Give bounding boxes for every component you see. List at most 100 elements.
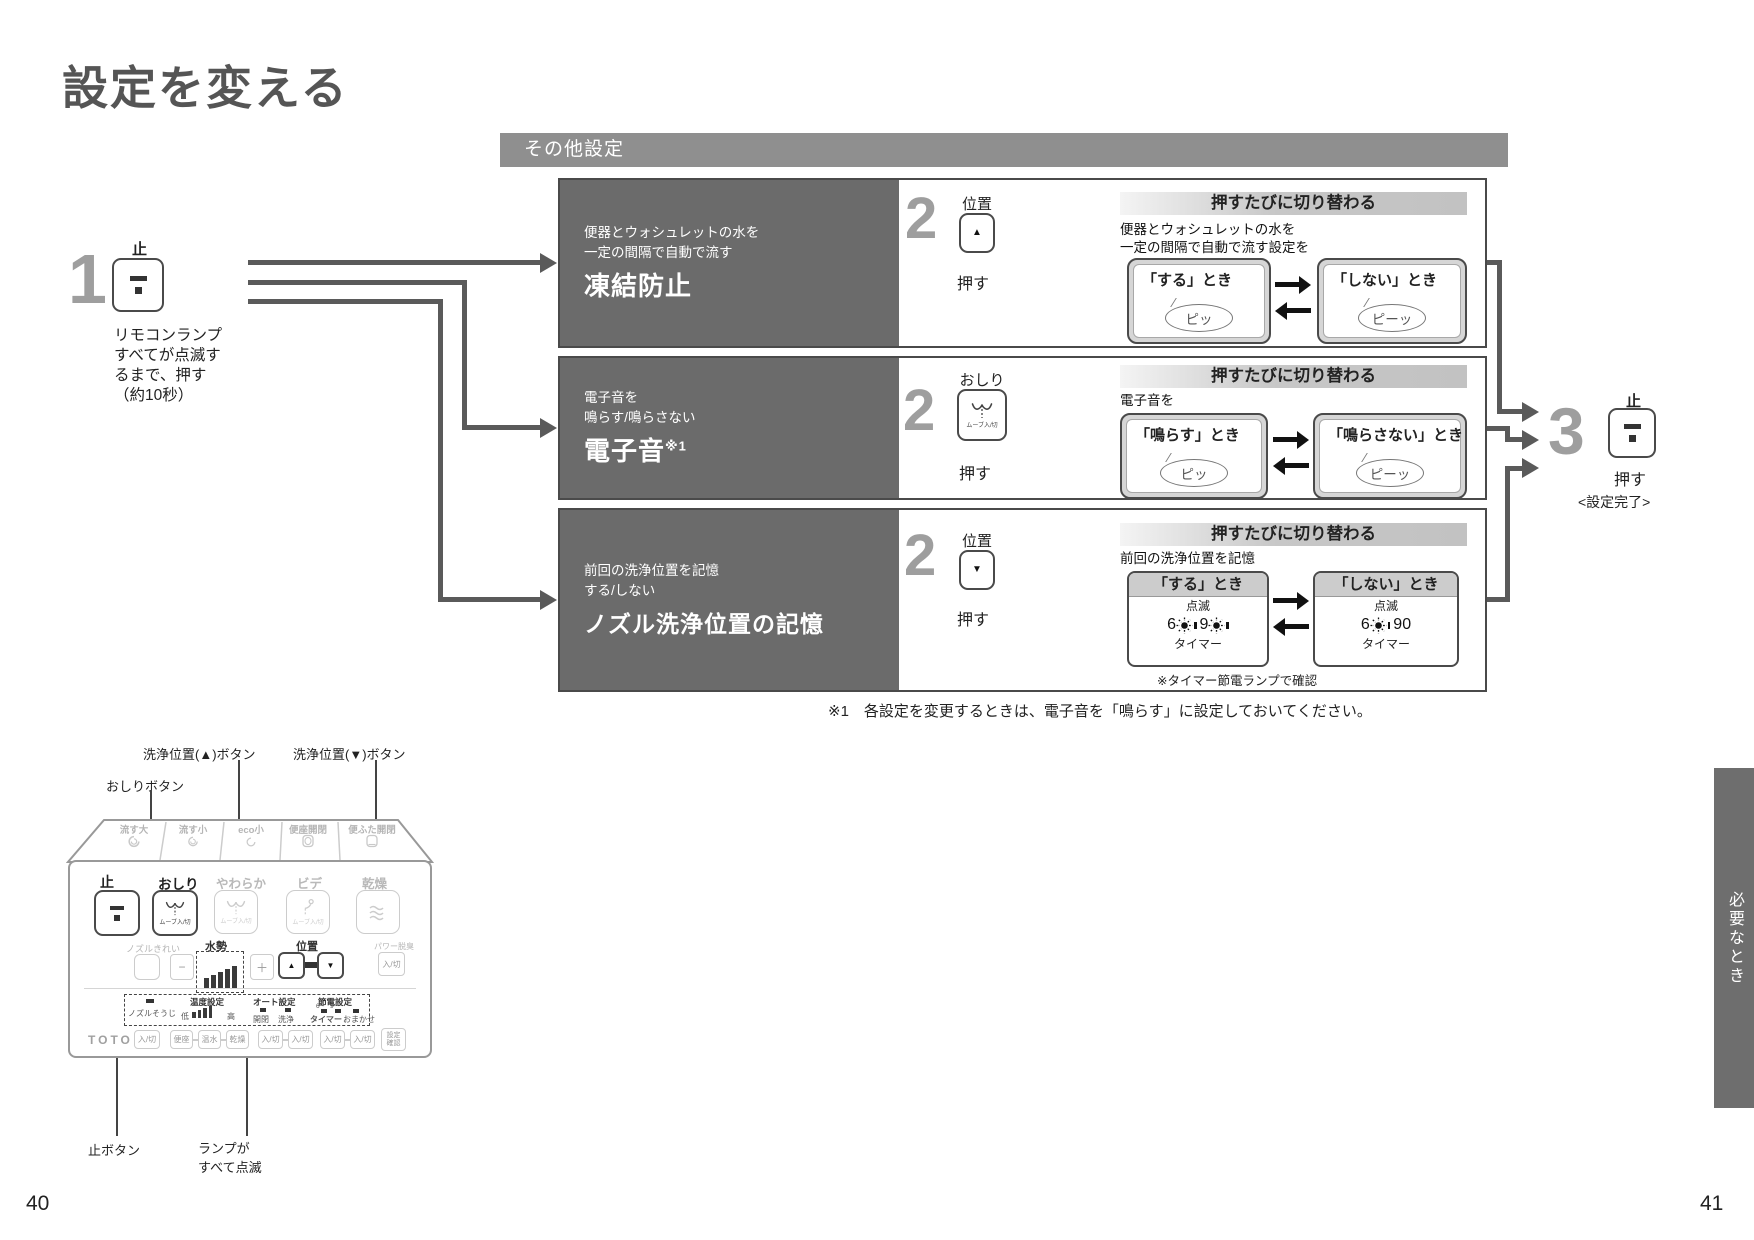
toggle-on-title: 「する」とき <box>1142 272 1233 289</box>
timer-lamp-note: ※タイマー節電ランプで確認 <box>1157 674 1318 688</box>
soft-label: やわらか <box>216 877 267 891</box>
panel-desc-line: 前回の洗浄位置を記憶 <box>1120 551 1255 566</box>
side-tab: 必要なとき <box>1714 768 1754 1108</box>
digit-6: 6 <box>1360 616 1370 634</box>
blink-label: 点滅 <box>1373 599 1398 613</box>
toggle-arrow-right-icon <box>1273 430 1309 449</box>
flow-line <box>1487 426 1510 431</box>
oshiri-label: おしり <box>158 877 199 892</box>
flow-line <box>248 260 540 265</box>
stop-button-illustration <box>112 258 164 312</box>
oshiri-button-illustration: ムーブ入/切 <box>957 389 1007 441</box>
soft-spray-icon <box>226 900 246 915</box>
auto-setting-label: オート設定 <box>253 997 296 1007</box>
position-button-label: 位置 <box>961 196 992 213</box>
button-link <box>283 1039 288 1041</box>
position-button-label: 位置 <box>961 533 992 550</box>
stop-icon <box>1623 424 1641 442</box>
settings-lamp-area <box>124 994 370 1026</box>
memory-on-title: 「する」とき <box>1129 573 1267 597</box>
setting-complete-label: <設定完了> <box>1578 494 1651 510</box>
triangle-up-icon: ▲ <box>287 960 296 970</box>
stop-icon <box>129 276 147 294</box>
stop-button-illustration <box>1608 408 1656 458</box>
button-link <box>345 1039 350 1041</box>
setting-label-box: 電子音を 鳴らす/鳴らさない 電子音※1 <box>560 358 899 498</box>
nozzle-clean-lamp <box>146 999 154 1003</box>
toggle-arrow-right-icon <box>1275 275 1311 294</box>
remote-divider <box>84 988 416 989</box>
triangle-down-icon: ▼ <box>326 960 335 970</box>
button-link <box>193 1039 198 1041</box>
position-down-button-illustration: ▼ <box>959 550 995 590</box>
step2-number: 2 <box>904 523 937 588</box>
flow-line <box>462 425 540 430</box>
callout-position-down-label: 洗浄位置(▼)ボタン <box>293 747 406 762</box>
triangle-up-icon: ▲ <box>972 227 982 238</box>
oshiri-spray-icon <box>971 403 993 418</box>
flow-arrowhead <box>1522 458 1539 478</box>
step2-number: 2 <box>905 186 938 251</box>
flow-line <box>1505 426 1510 442</box>
bidet-label: ビデ <box>297 877 323 891</box>
flow-arrowhead <box>540 253 557 273</box>
footnote: ※1 各設定を変更するときは、電子音を「鳴らす」に設定しておいてください。 <box>828 703 1372 720</box>
nozzle-souji-onoff-button: 入/切 <box>134 1030 160 1049</box>
panel-desc-line: 一定の間隔で自動で流す設定を <box>1120 240 1309 256</box>
setting-desc-line: 鳴らす/鳴らさない <box>584 409 696 425</box>
eco-timer-label: タイマー <box>310 1015 342 1024</box>
setting-desc-line: 前回の洗浄位置を記憶 <box>584 563 719 579</box>
step1-caption-line: るまで、押す <box>114 367 207 384</box>
section-header: その他設定 <box>500 133 1508 167</box>
panel-desc-line: 便器とウォシュレットの水を <box>1120 222 1296 237</box>
bidet-icon <box>304 898 314 915</box>
seat-open-close-label: 便座開閉 <box>288 825 328 836</box>
flow-line <box>248 280 467 285</box>
toilet-seat-icon <box>302 834 315 853</box>
blinking-lamp-icon <box>1176 617 1193 634</box>
eco-setting-label: 節電設定 <box>318 997 353 1007</box>
water-pressure-label: 水勢 <box>205 941 227 953</box>
eco-flush-icon <box>245 835 257 853</box>
move-onoff-label: ムーブ入/切 <box>966 423 998 429</box>
toggle-bar-title: 押すたびに切り替わる <box>1120 523 1467 546</box>
deodorizer-label: パワー脱臭 <box>374 942 414 951</box>
callout-stop-button-label: 止ボタン <box>88 1143 141 1158</box>
flow-line <box>1505 466 1510 602</box>
button-link <box>221 1039 226 1041</box>
timer-onoff-button: 入/切 <box>320 1030 345 1049</box>
sound-bubble: ピーッ <box>1356 459 1424 487</box>
setting-row-nozzle-memory: 前回の洗浄位置を記憶 する/しない ノズル洗浄位置の記憶 2 位置 ▼ 押す 押… <box>558 508 1487 692</box>
dry-label: 乾燥 <box>362 877 388 891</box>
toggle-on-box: 「鳴らす」とき ピッ <box>1120 413 1268 499</box>
step1-caption-line: （約10秒） <box>114 387 194 404</box>
setting-label-box: 前回の洗浄位置を記憶 する/しない ノズル洗浄位置の記憶 <box>560 510 899 690</box>
eco-flush-label: eco小 <box>238 825 264 836</box>
auto-wash-label: 洗浄 <box>278 1015 294 1024</box>
setting-desc-line: 一定の間隔で自動で流す <box>584 244 733 260</box>
setting-row-frost: 便器とウォシュレットの水を 一定の間隔で自動で流す 凍結防止 2 位置 ▲ 押す… <box>558 178 1487 348</box>
flush-small-icon <box>187 835 200 853</box>
setting-name: 凍結防止 <box>584 271 693 302</box>
position-up-button-illustration: ▲ <box>959 213 995 253</box>
page-number-left: 40 <box>26 1192 50 1215</box>
digit-6: 6 <box>1167 616 1176 634</box>
lid-open-close-label: 便ふた開閉 <box>348 825 396 836</box>
step1-caption-line: リモコンランプ <box>114 327 223 344</box>
toggle-arrow-left-icon <box>1275 301 1311 320</box>
water-temp-button: 温水 <box>198 1030 221 1049</box>
digit-9: 9 <box>1393 616 1403 634</box>
step1-number: 1 <box>68 240 107 318</box>
step2-number: 2 <box>903 378 936 443</box>
callout-position-up-label: 洗浄位置(▲)ボタン <box>143 747 256 762</box>
blink-tick-icon <box>1226 622 1229 630</box>
brand-logo: TOTO <box>88 1033 133 1047</box>
flush-large-icon <box>127 834 142 854</box>
nozzle-clean-button <box>134 954 160 980</box>
eco-6-label: 6 <box>316 1003 320 1010</box>
blinking-lamp-icon <box>1370 617 1387 634</box>
onoff-label: 入/切 <box>382 959 401 969</box>
